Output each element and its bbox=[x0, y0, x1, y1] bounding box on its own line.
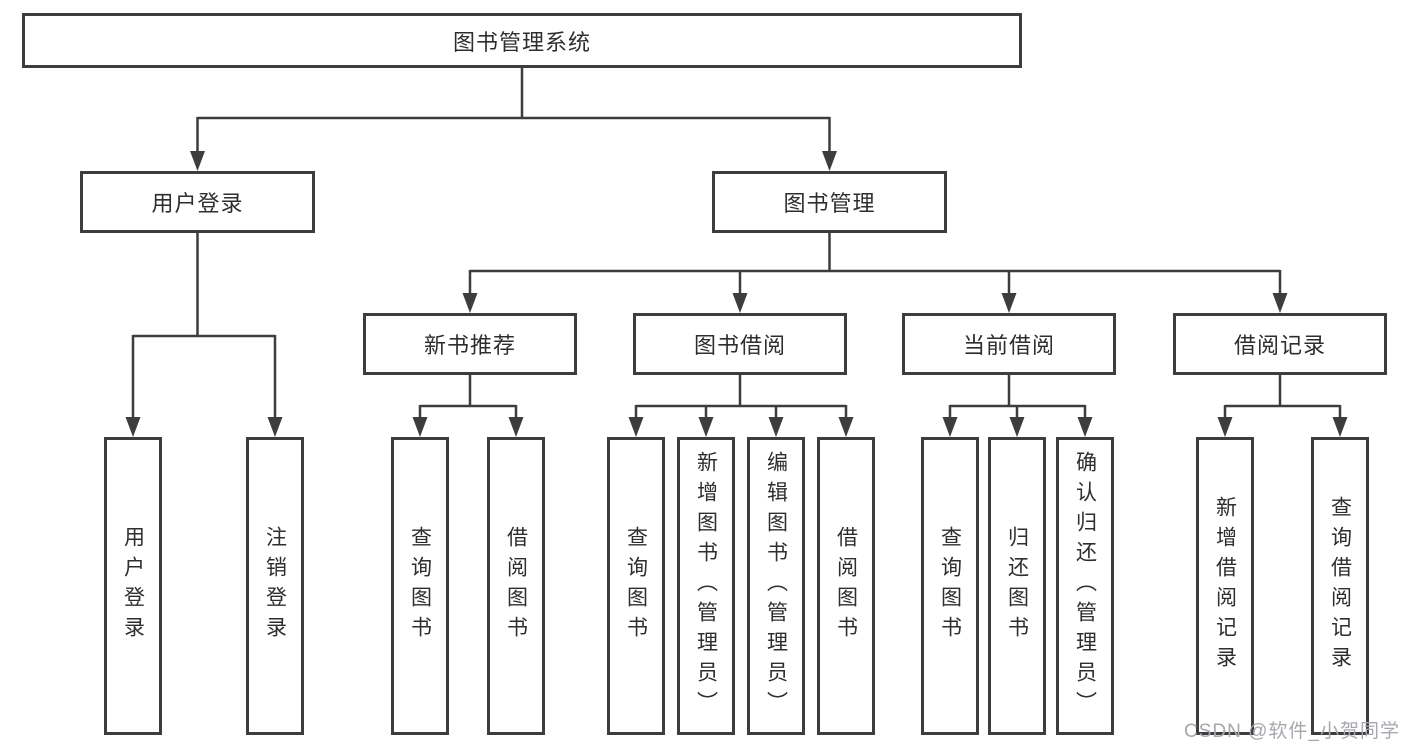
arrowhead bbox=[1272, 293, 1288, 313]
leaf-user-login: 用户登录 bbox=[104, 437, 162, 735]
leaf-add-borrow-record: 新增借阅记录 bbox=[1196, 437, 1254, 735]
leaf-confirm-return-admin: 确认归还（管理员） bbox=[1056, 437, 1114, 735]
leaf-borrow-books-recommend: 借阅图书 bbox=[487, 437, 545, 735]
leaf-label: 归还图书 bbox=[1005, 526, 1029, 646]
leaf-logout: 注销登录 bbox=[246, 437, 304, 735]
leaf-label: 查询图书 bbox=[938, 526, 962, 646]
arrowhead bbox=[698, 417, 714, 437]
csdn-watermark: CSDN @软件_小贺同学 bbox=[1184, 721, 1400, 742]
node-label: 新书推荐 bbox=[423, 333, 516, 358]
leaf-label: 新增图书（管理员） bbox=[694, 451, 718, 721]
leaf-query-books-borrow: 查询图书 bbox=[607, 437, 665, 735]
arrowhead bbox=[942, 417, 958, 437]
arrowhead bbox=[838, 417, 854, 437]
leaf-label: 新增借阅记录 bbox=[1213, 496, 1237, 676]
leaf-label: 借阅图书 bbox=[834, 526, 858, 646]
arrowhead bbox=[1001, 293, 1017, 313]
node-label: 图书管理系统 bbox=[452, 29, 591, 55]
leaf-add-book-admin: 新增图书（管理员） bbox=[677, 437, 735, 735]
leaf-label: 查询借阅记录 bbox=[1328, 496, 1352, 676]
arrowhead bbox=[125, 417, 141, 437]
arrowhead bbox=[412, 417, 428, 437]
node-borrowing-records: 借阅记录 bbox=[1173, 313, 1387, 375]
node-current-borrowing: 当前借阅 bbox=[902, 313, 1116, 375]
arrowhead bbox=[1332, 417, 1348, 437]
node-new-book-recommendation: 新书推荐 bbox=[363, 313, 577, 375]
arrowhead bbox=[628, 417, 644, 437]
arrowhead bbox=[462, 293, 478, 313]
node-label: 图书借阅 bbox=[693, 333, 786, 358]
leaf-query-books-recommend: 查询图书 bbox=[391, 437, 449, 735]
node-label: 借阅记录 bbox=[1233, 333, 1326, 358]
node-label: 当前借阅 bbox=[962, 333, 1055, 358]
arrowhead bbox=[1217, 417, 1233, 437]
arrowhead bbox=[1009, 417, 1025, 437]
leaf-label: 确认归还（管理员） bbox=[1073, 451, 1097, 721]
leaf-query-books-current: 查询图书 bbox=[921, 437, 979, 735]
arrowhead bbox=[822, 151, 837, 171]
node-user-login: 用户登录 bbox=[80, 171, 315, 233]
leaf-label: 查询图书 bbox=[624, 526, 648, 646]
node-label: 用户登录 bbox=[151, 191, 244, 216]
leaf-label: 编辑图书（管理员） bbox=[764, 451, 788, 721]
leaf-edit-book-admin: 编辑图书（管理员） bbox=[747, 437, 805, 735]
node-library-management-system: 图书管理系统 bbox=[22, 13, 1022, 68]
node-label: 图书管理 bbox=[783, 191, 876, 216]
arrowhead bbox=[732, 293, 748, 313]
leaf-label: 借阅图书 bbox=[504, 526, 528, 646]
leaf-borrow-books: 借阅图书 bbox=[817, 437, 875, 735]
arrowhead bbox=[768, 417, 784, 437]
leaf-return-book: 归还图书 bbox=[988, 437, 1046, 735]
leaf-query-borrow-record: 查询借阅记录 bbox=[1311, 437, 1369, 735]
arrowhead bbox=[508, 417, 524, 437]
leaf-label: 用户登录 bbox=[121, 526, 145, 646]
leaf-label: 查询图书 bbox=[408, 526, 432, 646]
node-book-management: 图书管理 bbox=[712, 171, 947, 233]
node-book-borrowing: 图书借阅 bbox=[633, 313, 847, 375]
arrowhead bbox=[1077, 417, 1093, 437]
arrowhead bbox=[190, 151, 205, 171]
leaf-label: 注销登录 bbox=[263, 526, 287, 646]
arrowhead bbox=[267, 417, 283, 437]
